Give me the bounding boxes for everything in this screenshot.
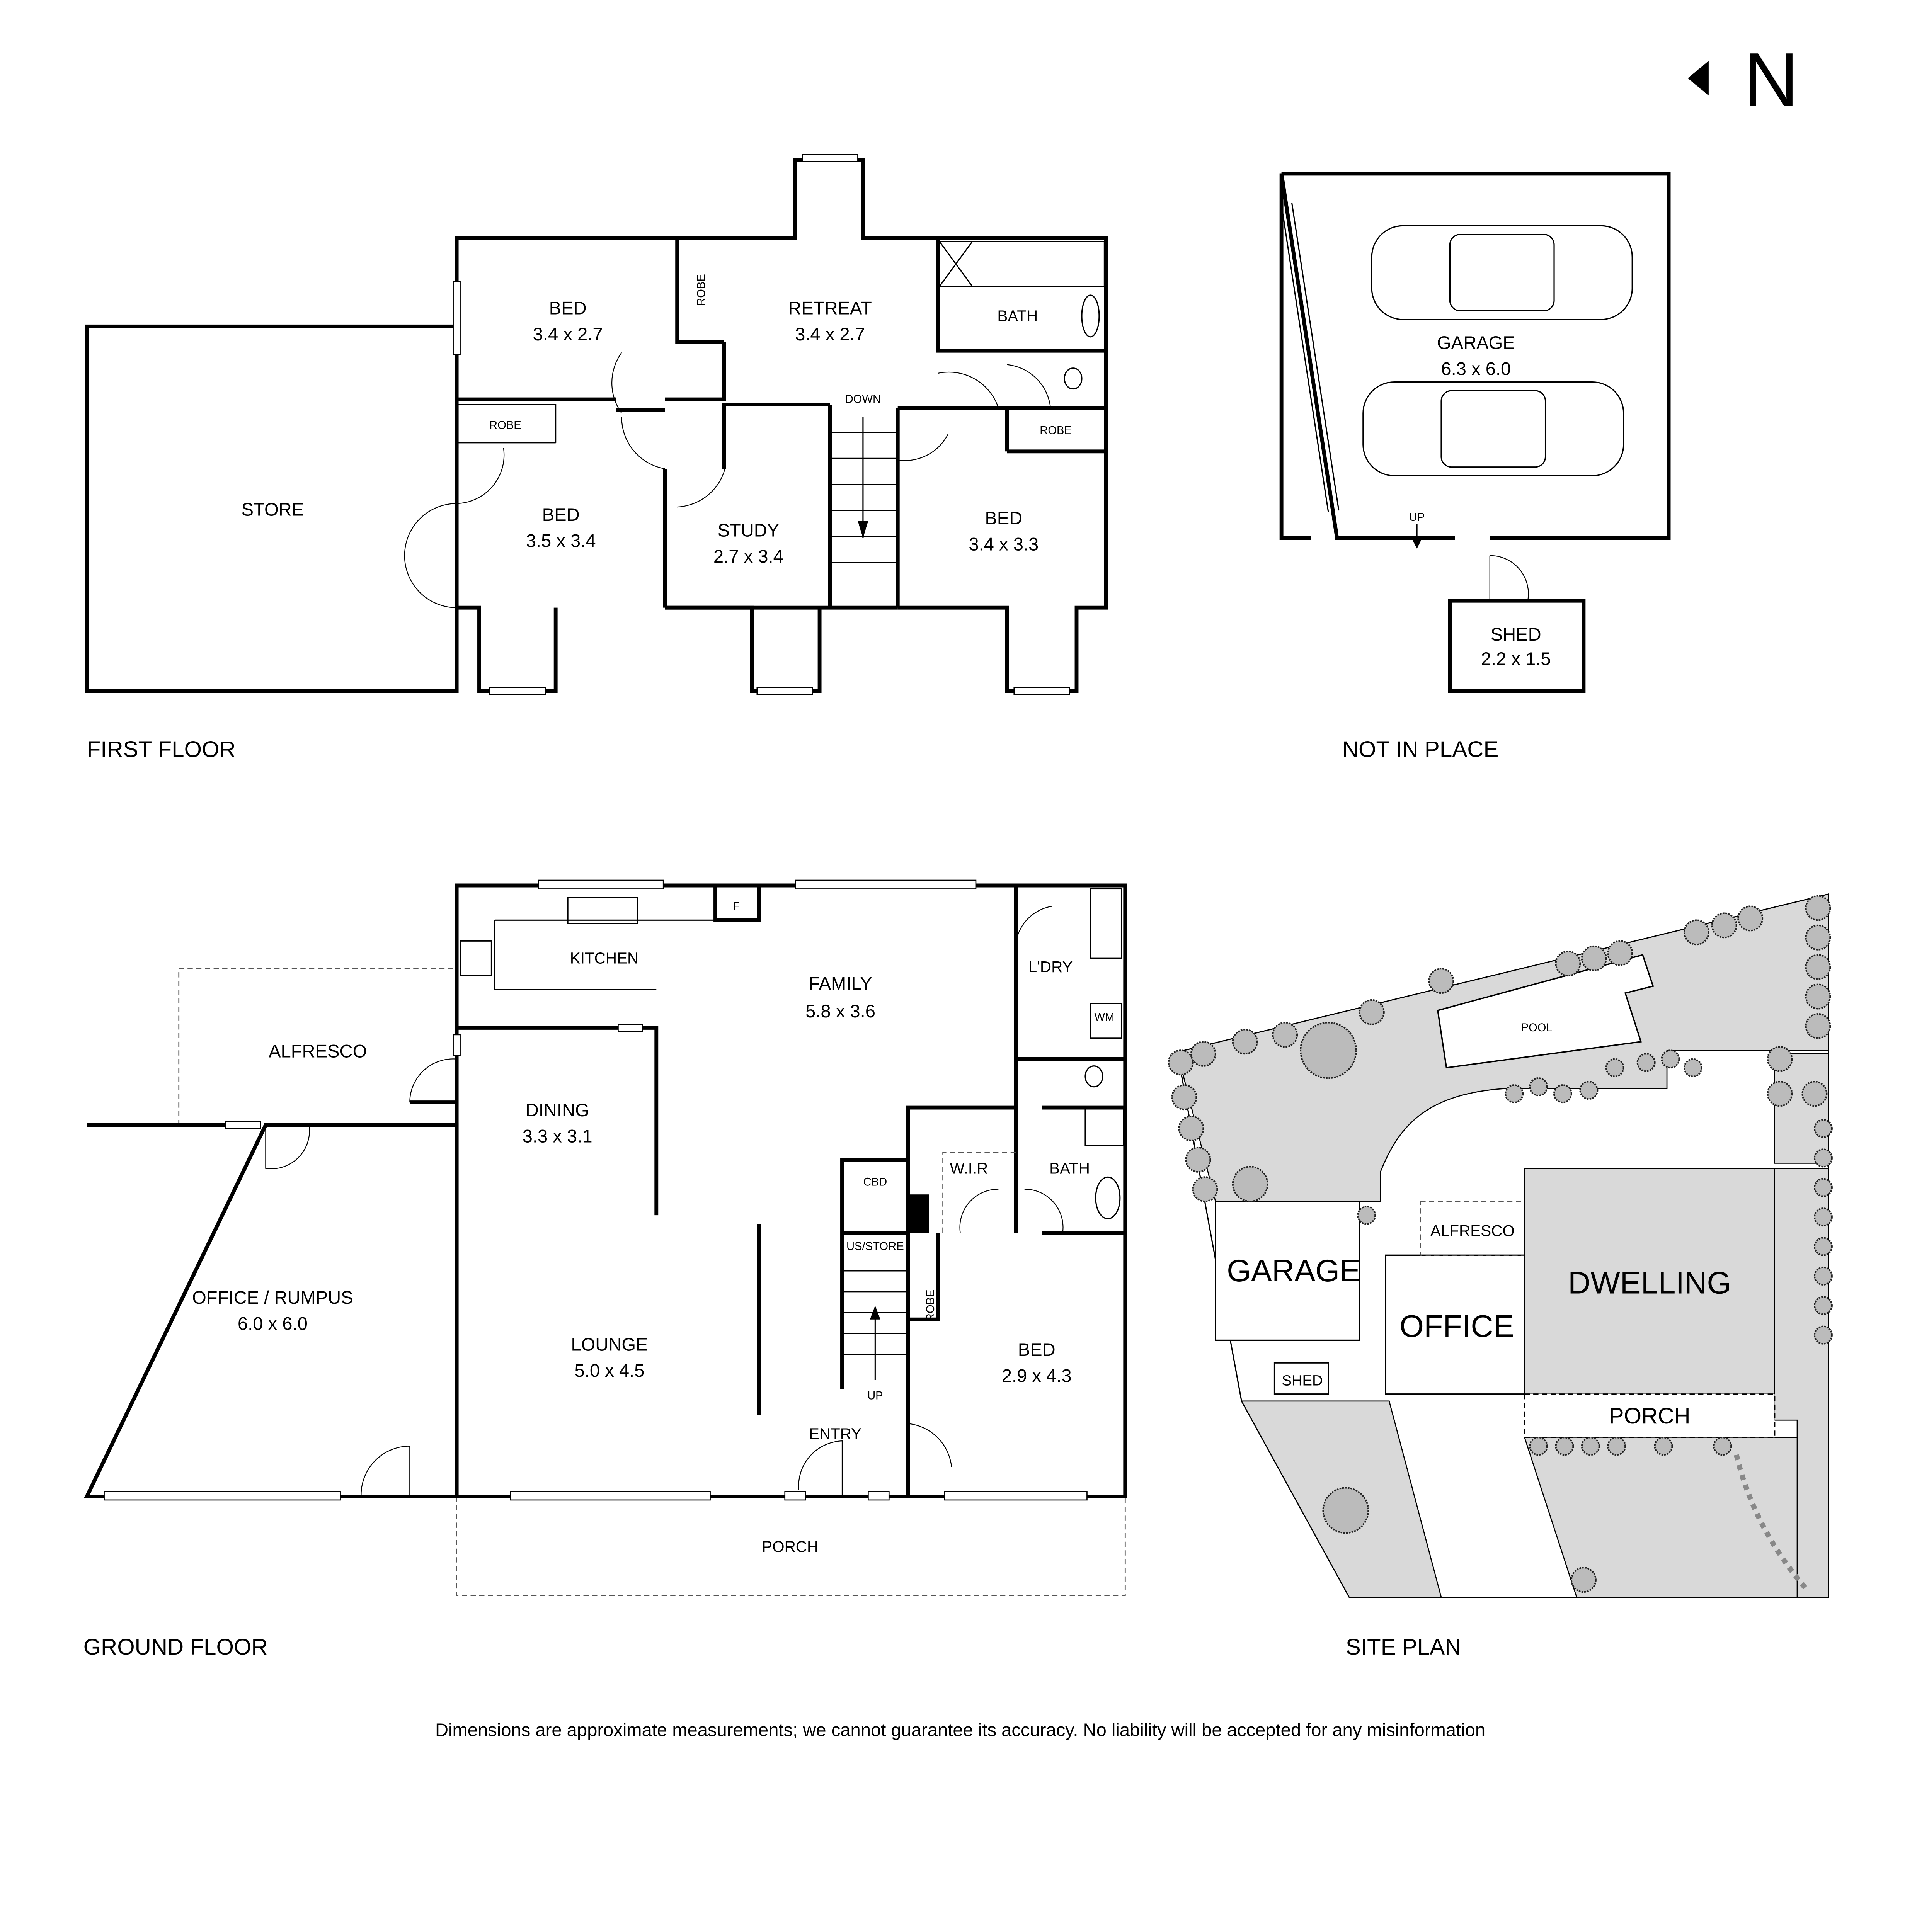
gf-robe-label: ROBE <box>924 1289 937 1321</box>
north-label: N <box>1743 37 1799 122</box>
nip-shed-size: 2.2 x 1.5 <box>1481 648 1551 669</box>
cupboard-label: CBD <box>863 1176 887 1189</box>
room-store-name: STORE <box>242 499 304 520</box>
fridge-label: F <box>733 900 740 912</box>
room-office-rumpus-name: OFFICE / RUMPUS <box>192 1287 353 1308</box>
first-floor-caption: FIRST FLOOR <box>87 737 236 762</box>
site-plan: POOL GARAGE OFFICE DWELLING ALFRESCO POR… <box>1168 893 1833 1660</box>
stair-down-label: DOWN <box>845 393 881 406</box>
room-bed3-name: BED <box>985 508 1022 528</box>
nip-garage-size: 6.3 x 6.0 <box>1441 359 1511 379</box>
room-lounge-name: LOUNGE <box>571 1334 648 1355</box>
room-bed1-name: BED <box>549 298 587 318</box>
ground-floor-plan: F WM CBD US/STORE ROBE UP KITCHEN FAMILY… <box>83 879 1127 1660</box>
nip-shed-name: SHED <box>1491 624 1541 645</box>
car-icon <box>1362 381 1624 476</box>
room-office-rumpus-size: 6.0 x 6.0 <box>238 1313 308 1334</box>
not-in-place-plan: UP GARAGE 6.3 x 6.0 SHED 2.2 x 1.5 NOT I… <box>1279 172 1671 762</box>
site-dwelling-label: DWELLING <box>1568 1265 1731 1300</box>
north-arrow: N <box>1687 37 1799 122</box>
room-wir-name: W.I.R <box>950 1159 988 1177</box>
floor-plan-sheet: N DOWN ROBE ROBE ROBE STORE BED 3.4 x 2.… <box>83 37 1833 1740</box>
room-study-name: STUDY <box>717 520 779 540</box>
room-bath-name: BATH <box>997 307 1038 325</box>
car-icon <box>1371 225 1633 320</box>
room-bed-size: 2.9 x 4.3 <box>1002 1365 1072 1386</box>
ground-floor-caption: GROUND FLOOR <box>83 1634 268 1660</box>
room-bed3-size: 3.4 x 3.3 <box>969 534 1039 554</box>
room-laundry-name: L'DRY <box>1028 958 1073 976</box>
disclaimer: Dimensions are approximate measurements;… <box>435 1719 1485 1740</box>
room-retreat-size: 3.4 x 2.7 <box>795 324 865 344</box>
room-bed2-size: 3.5 x 3.4 <box>526 530 596 551</box>
site-office-label: OFFICE <box>1399 1309 1514 1344</box>
site-plan-caption: SITE PLAN <box>1346 1634 1461 1660</box>
robe-label-1: ROBE <box>695 274 708 306</box>
room-dining-size: 3.3 x 3.1 <box>523 1126 592 1146</box>
site-porch-label: PORCH <box>1609 1403 1691 1429</box>
gf-stair-label: UP <box>867 1389 883 1402</box>
site-alfresco-label: ALFRESCO <box>1430 1222 1515 1240</box>
room-bath-name: BATH <box>1049 1159 1090 1177</box>
robe-label-2: ROBE <box>489 419 521 432</box>
understair-store-label: US/STORE <box>846 1240 904 1253</box>
site-garage-label: GARAGE <box>1227 1253 1360 1288</box>
robe-label-3: ROBE <box>1040 424 1072 437</box>
first-floor-plan: DOWN ROBE ROBE ROBE STORE BED 3.4 x 2.7 … <box>85 154 1108 762</box>
site-shed-label: SHED <box>1282 1372 1323 1389</box>
room-lounge-size: 5.0 x 4.5 <box>575 1360 645 1381</box>
room-family-name: FAMILY <box>809 973 872 993</box>
room-alfresco-name: ALFRESCO <box>269 1041 367 1061</box>
north-arrow-icon <box>1687 61 1709 96</box>
room-dining-name: DINING <box>526 1100 589 1120</box>
room-entry-name: ENTRY <box>809 1425 861 1443</box>
room-family-size: 5.8 x 3.6 <box>805 1001 875 1021</box>
room-study-size: 2.7 x 3.4 <box>713 546 783 566</box>
pool <box>1437 954 1654 1069</box>
garage-stair-label: UP <box>1409 511 1425 524</box>
trees <box>1168 895 1833 1593</box>
room-bed1-size: 3.4 x 2.7 <box>533 324 603 344</box>
room-bed-name: BED <box>1018 1339 1056 1360</box>
not-in-place-caption: NOT IN PLACE <box>1342 737 1499 762</box>
nip-garage-name: GARAGE <box>1437 332 1515 353</box>
room-bed2-name: BED <box>542 504 580 525</box>
room-retreat-name: RETREAT <box>788 298 872 318</box>
room-porch-name: PORCH <box>762 1538 818 1556</box>
room-kitchen-name: KITCHEN <box>570 949 638 967</box>
washing-machine-label: WM <box>1094 1011 1114 1024</box>
site-pool-label: POOL <box>1521 1022 1553 1034</box>
